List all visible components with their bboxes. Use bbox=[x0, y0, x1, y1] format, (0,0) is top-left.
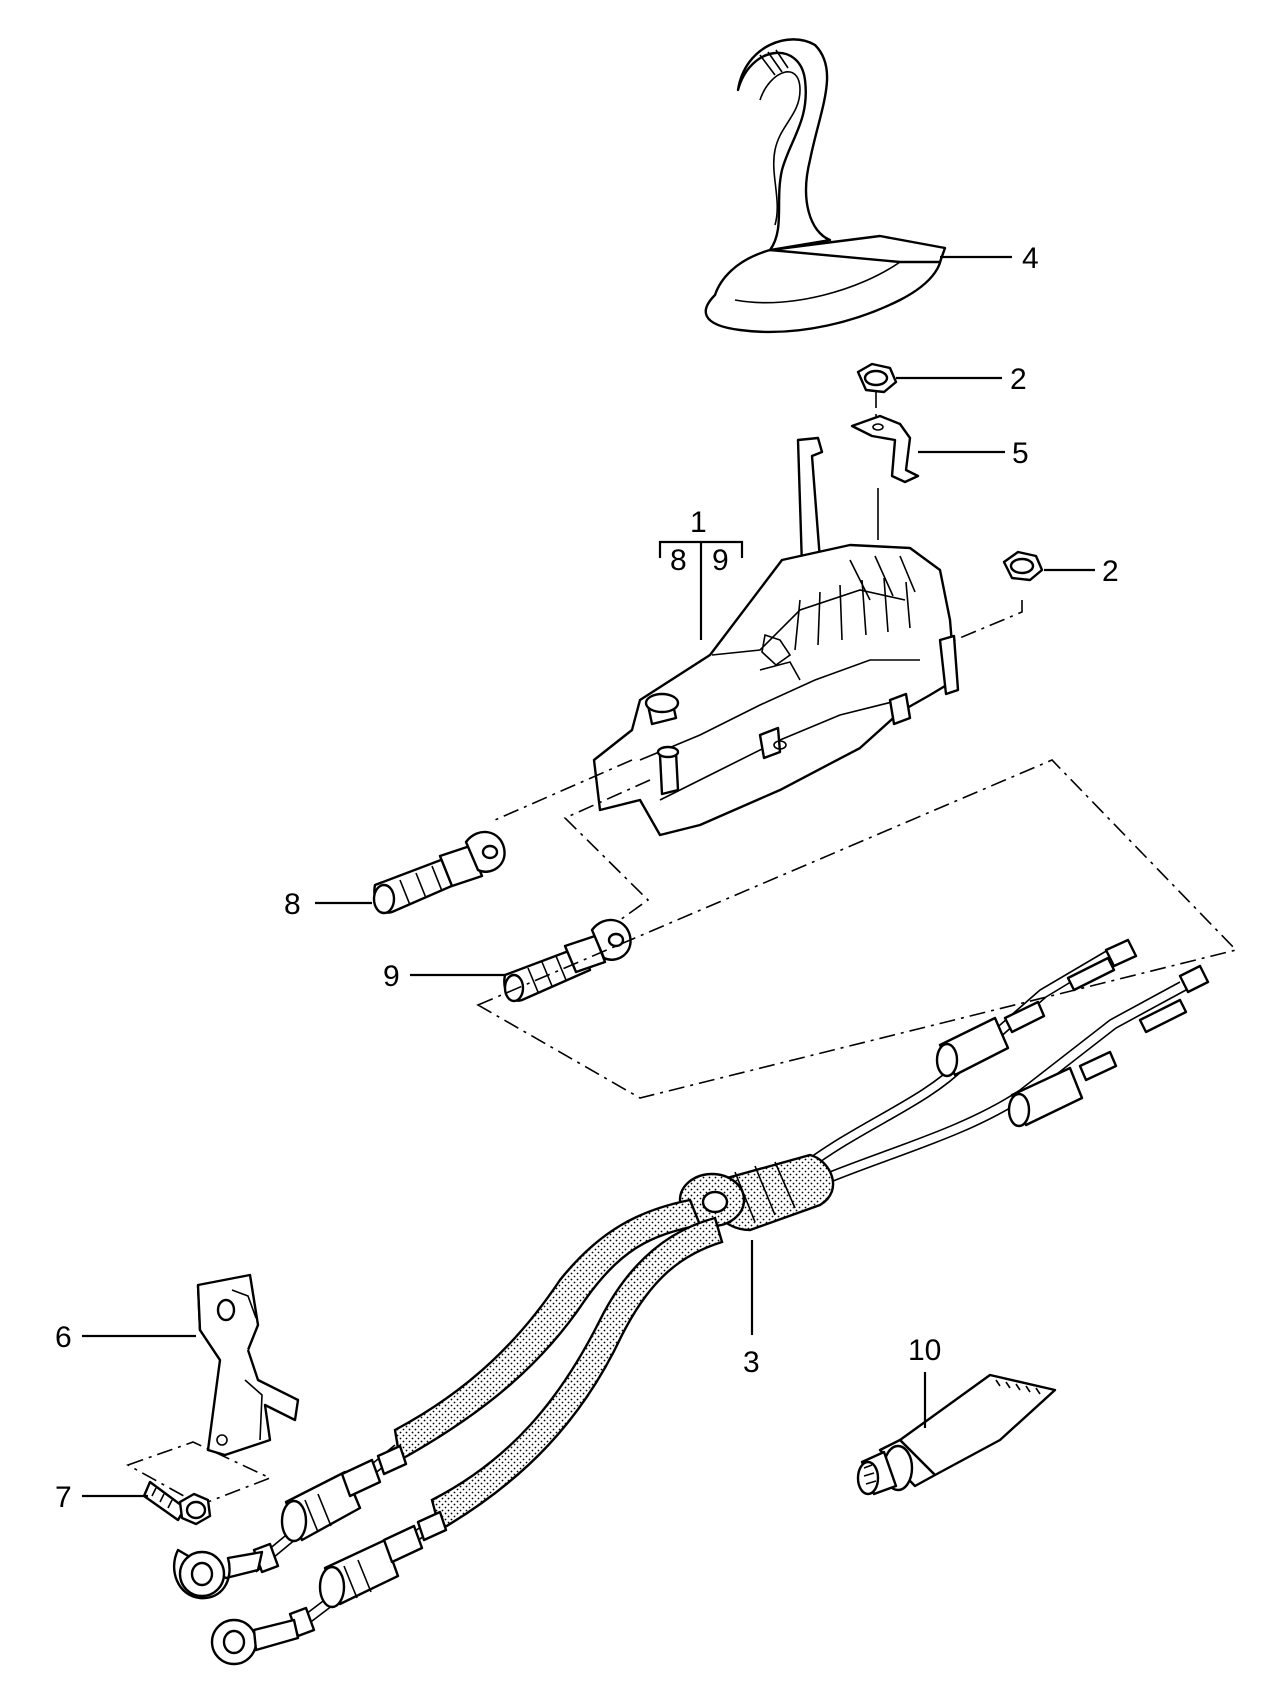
hex-nut-part-2-top bbox=[856, 362, 898, 394]
callout-4: 4 bbox=[1022, 242, 1039, 275]
callout-1-sub-9: 9 bbox=[712, 544, 729, 577]
shift-cables-part-3 bbox=[173, 938, 1210, 1666]
bracket-clip-part-5 bbox=[850, 414, 920, 484]
callout-2-right: 2 bbox=[1102, 555, 1119, 588]
callout-9: 9 bbox=[383, 960, 400, 993]
callout-3: 3 bbox=[743, 1346, 760, 1379]
callout-2-top: 2 bbox=[1010, 363, 1027, 396]
cable-bushing-part-9 bbox=[503, 918, 632, 1003]
callout-8: 8 bbox=[284, 888, 301, 921]
mounting-bracket-part-6 bbox=[196, 1273, 300, 1457]
hex-nut-part-2-right bbox=[1002, 550, 1044, 582]
callout-6: 6 bbox=[55, 1321, 72, 1354]
cable-bushing-part-8 bbox=[372, 830, 506, 915]
callout-1-sub-8: 8 bbox=[670, 544, 687, 577]
bolt-part-7 bbox=[142, 1480, 212, 1526]
callout-7: 7 bbox=[55, 1481, 72, 1514]
callout-1: 1 bbox=[690, 506, 707, 539]
grease-tube-part-10 bbox=[856, 1373, 1057, 1496]
callout-10: 10 bbox=[908, 1334, 941, 1367]
shift-mechanism-housing-part-1 bbox=[592, 436, 960, 837]
shift-knob-part-4 bbox=[704, 38, 947, 334]
callout-5: 5 bbox=[1012, 437, 1029, 470]
